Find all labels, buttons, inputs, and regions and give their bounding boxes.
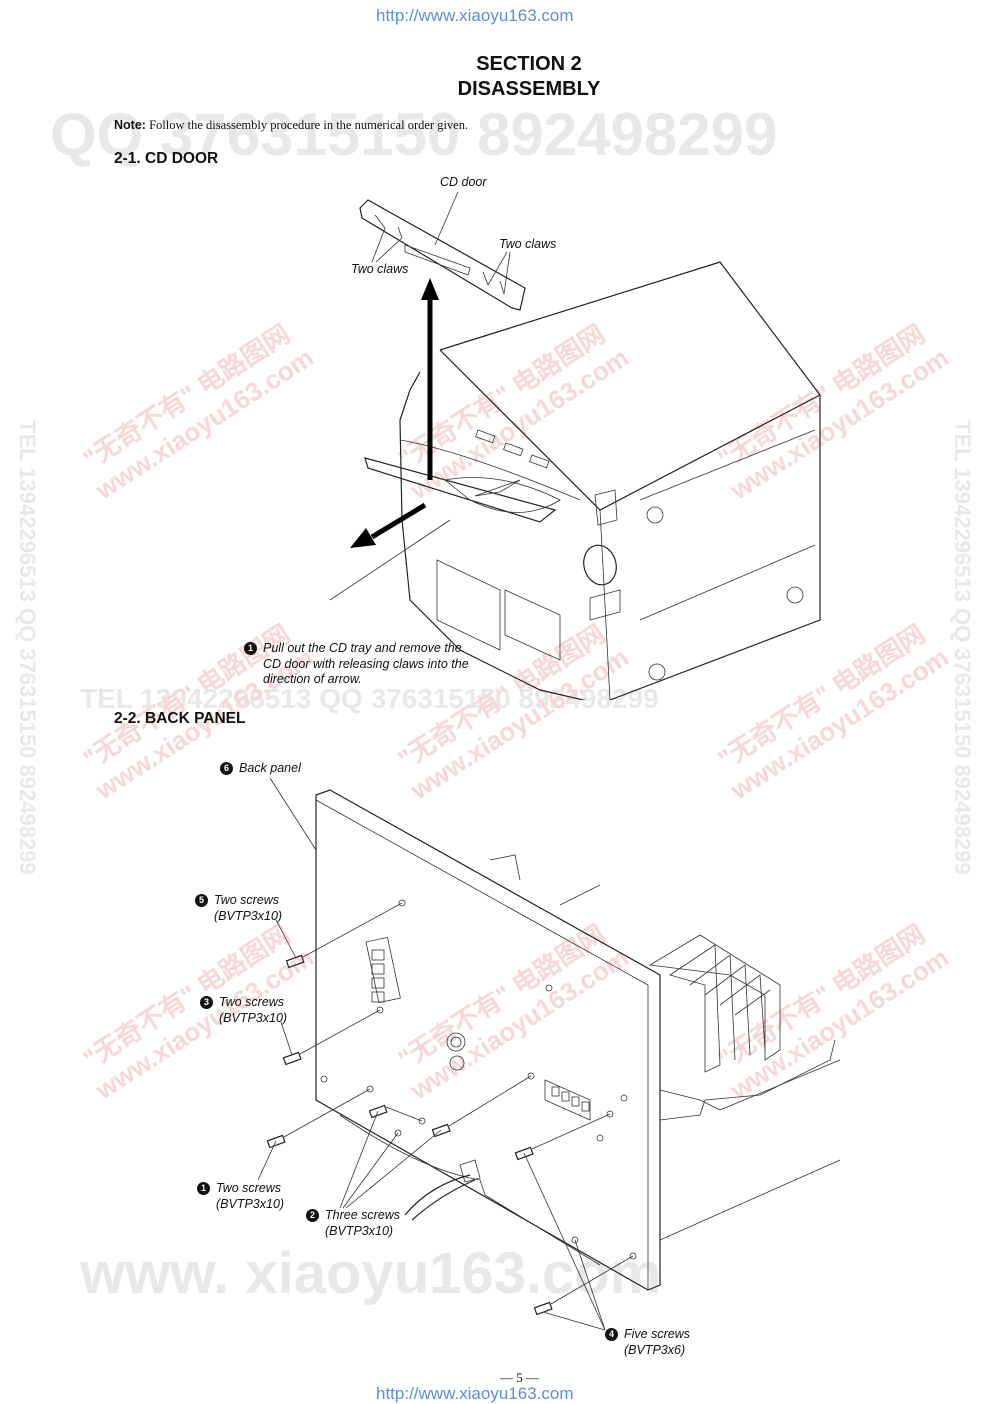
step-number-5: 5 [195,894,208,907]
two-claws-label-right: Two claws [499,237,557,251]
stereo-unit-drawing [364,261,821,700]
cd-step-1-line2: CD door with releasing claws into the [263,656,469,671]
cd-door-heading: 2-1. CD DOOR [114,150,219,167]
watermark-side-right: TEL 13942296513 QQ 376315150 892498299 [950,420,975,875]
footer-url-link[interactable]: http://www.xiaoyu163.com [376,1384,574,1403]
cd-door-illustration [330,191,821,700]
section-title: SECTION 2 [476,53,582,75]
note-label: Note: [114,118,146,132]
two-claws-label-left: Two claws [351,262,409,276]
step-5-line1: Two screws [214,893,280,907]
step-1-line1: Two screws [216,1181,282,1195]
step-4-line1: Five screws [624,1327,690,1341]
back-panel-heading: 2-2. BACK PANEL [114,710,246,727]
section-subtitle: DISASSEMBLY [457,78,601,100]
header-url-link[interactable]: http://www.xiaoyu163.com [376,6,574,25]
pull-arrow [370,502,427,540]
page-number: — 5 — [500,1370,539,1385]
step-number-4: 4 [605,1328,618,1341]
back-panel-step-3: 3 Two screws (BVTP3x10) [200,995,287,1026]
back-panel-illustration [257,777,841,1331]
cd-step-1-line3: direction of arrow. [263,672,362,686]
cd-step-1-instruction: 1 Pull out the CD tray and remove the CD … [244,641,514,688]
step-2-line2: (BVTP3x10) [325,1223,394,1238]
step-1-line2: (BVTP3x10) [216,1196,285,1211]
cd-step-1-line1: Pull out the CD tray and remove the [263,641,462,655]
step-4-line2: (BVTP3x6) [624,1342,686,1357]
step-3-line1: Two screws [219,995,285,1009]
step-3-line2: (BVTP3x10) [219,1010,288,1025]
step-5-line2: (BVTP3x10) [214,908,283,923]
cd-door-label: CD door [440,175,487,189]
back-panel-plate [315,789,661,1291]
screws [266,954,553,1316]
back-panel-label: Back panel [239,761,301,775]
cd-door-leader [434,191,459,246]
watermark-bottom: www. xiaoyu163.com [80,1241,662,1306]
chassis-drawing [489,854,841,1241]
watermark-qq-top: QQ 376315150 892498299 [50,101,778,168]
back-panel-step-2: 2 Three screws (BVTP3x10) [306,1208,400,1239]
step-number-3: 3 [200,996,213,1009]
step-number-2: 2 [306,1209,319,1222]
watermark-tel-mid: TEL 13942296513 QQ 376315150 892498299 [80,683,659,714]
watermark-side-left: TEL 13942296513 QQ 376315150 892498299 [15,420,40,875]
step-number-1: 1 [244,642,257,655]
back-panel-step-1: 1 Two screws (BVTP3x10) [197,1181,284,1212]
back-panel-step-6: 6 Back panel [220,761,301,777]
back-panel-step-5: 5 Two screws (BVTP3x10) [195,893,282,924]
step-number-1b: 1 [197,1182,210,1195]
step-number-6: 6 [220,762,233,775]
back-panel-step-4: 4 Five screws (BVTP3x6) [605,1327,690,1358]
cd-door-part [359,199,526,311]
note-text: Follow the disassembly procedure in the … [149,118,469,132]
note: Note: Follow the disassembly procedure i… [114,118,468,133]
step-2-line1: Three screws [325,1208,401,1222]
